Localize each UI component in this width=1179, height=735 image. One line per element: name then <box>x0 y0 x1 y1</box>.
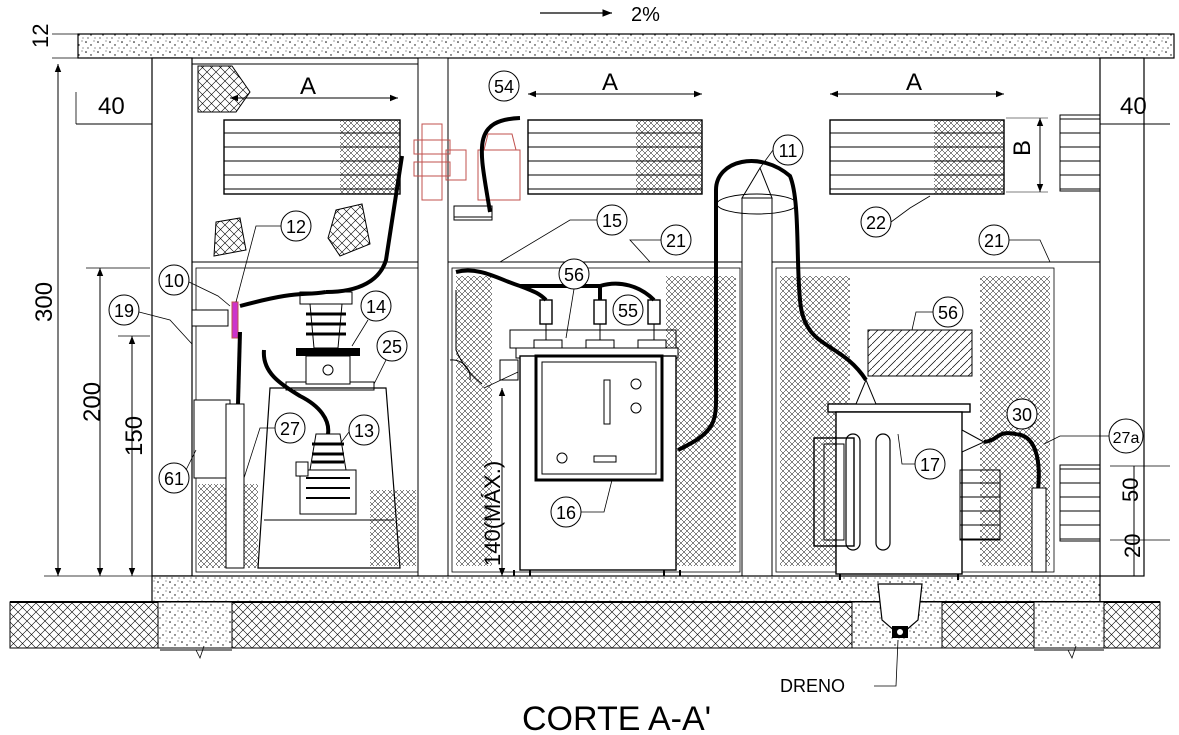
svg-text:11: 11 <box>779 141 798 161</box>
callout-13: 13 <box>339 414 380 446</box>
svg-text:16: 16 <box>556 503 576 523</box>
svg-text:54: 54 <box>494 77 514 97</box>
svg-text:55: 55 <box>618 301 638 321</box>
svg-text:13: 13 <box>354 421 374 441</box>
roof-slab <box>77 33 1175 59</box>
dim-300: 300 <box>31 282 58 322</box>
svg-text:19: 19 <box>114 301 134 321</box>
terminal-10 <box>231 301 239 339</box>
panel-56-right <box>867 329 973 377</box>
callout-22: 22 <box>860 195 931 238</box>
switchgear-13-14 <box>257 291 401 569</box>
cabinet-16 <box>499 299 681 576</box>
callout-19: 19 <box>108 294 193 345</box>
transformer-17 <box>813 378 1001 575</box>
svg-text:15: 15 <box>602 211 622 231</box>
svg-text:56: 56 <box>564 265 584 285</box>
callout-16: 16 <box>550 479 613 528</box>
partition-left <box>417 57 449 577</box>
callout-17: 17 <box>897 433 946 480</box>
svg-text:27: 27 <box>280 419 300 439</box>
callout-21-mid: 21 <box>629 224 692 263</box>
svg-text:56: 56 <box>938 303 958 323</box>
callout-25: 25 <box>373 330 408 385</box>
callout-12: 12 <box>235 210 312 303</box>
wall-vent-lower <box>1059 464 1101 542</box>
callout-11: 11 <box>759 134 804 169</box>
callout-56-left: 56 <box>558 258 590 339</box>
dim-140-max: 140(MÁX.) <box>480 461 505 566</box>
dim-150: 150 <box>121 416 148 456</box>
callout-55: 55 <box>612 294 644 326</box>
svg-text:27a: 27a <box>1113 430 1140 447</box>
svg-text:22: 22 <box>866 213 886 233</box>
dim-left-40: 40 <box>98 93 125 120</box>
dim-right-20: 20 <box>1120 534 1145 558</box>
svg-text:17: 17 <box>920 455 940 475</box>
dim-a1: A <box>300 73 316 100</box>
right-wall <box>1099 57 1145 577</box>
dim-a2: A <box>602 69 618 96</box>
louvre-cell-1 <box>223 119 401 195</box>
cell-2 <box>451 267 741 573</box>
wall-vent-upper <box>1059 114 1101 192</box>
callout-14: 14 <box>351 290 392 347</box>
callout-56-right: 56 <box>911 296 964 331</box>
callout-21-right: 21 <box>978 224 1051 263</box>
drawing-title: CORTE A-A' <box>522 700 711 735</box>
conduit-27 <box>225 403 245 569</box>
dim-right-50: 50 <box>1118 478 1143 502</box>
svg-text:21: 21 <box>984 231 1004 251</box>
svg-text:12: 12 <box>286 217 306 237</box>
svg-text:10: 10 <box>164 271 184 291</box>
callout-15: 15 <box>499 204 628 263</box>
dim-slab-label: 12 <box>28 24 53 48</box>
dim-a3: A <box>906 69 922 96</box>
box-61 <box>193 399 231 479</box>
svg-text:61: 61 <box>164 469 184 489</box>
slope-label: 2% <box>631 4 660 26</box>
footing-left <box>157 601 233 649</box>
svg-text:14: 14 <box>366 297 386 317</box>
floor-slab <box>151 575 1101 603</box>
callout-30: 30 <box>1006 398 1038 430</box>
svg-text:25: 25 <box>382 337 402 357</box>
callout-10: 10 <box>158 264 231 307</box>
svg-text:21: 21 <box>666 231 686 251</box>
drain-label: DRENO <box>780 676 845 696</box>
svg-text:30: 30 <box>1012 405 1032 425</box>
dim-200: 200 <box>79 382 106 422</box>
callout-27a: 27a <box>1043 418 1144 454</box>
louvre-cell-3 <box>829 119 1005 195</box>
wall-bushing-54 <box>413 123 521 201</box>
callout-54: 54 <box>488 70 520 102</box>
callout-27: 27 <box>243 412 306 479</box>
dim-b: B <box>1009 140 1036 156</box>
callout-61: 61 <box>158 449 197 494</box>
dim-right-40: 40 <box>1120 93 1147 120</box>
partition-right <box>741 197 773 577</box>
louvre-cell-2 <box>527 119 703 195</box>
footing-right <box>1033 601 1105 649</box>
